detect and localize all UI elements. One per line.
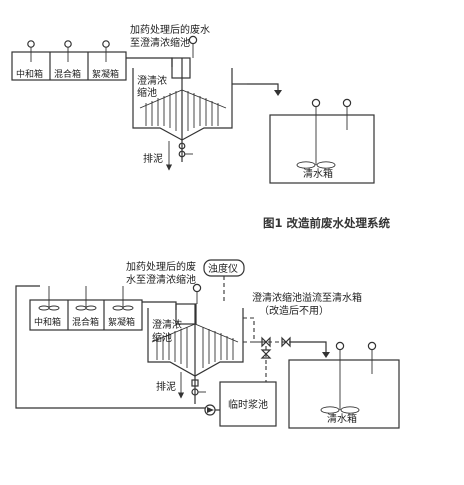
tank-label-mixing-2: 混合箱: [72, 316, 99, 328]
clean-feed-2: [290, 341, 327, 355]
note-feed-line2: 至澄清浓缩池: [130, 36, 190, 49]
tank-label-flocculation-2: 絮凝箱: [108, 316, 135, 328]
temp-slurry-tank: 临时浆池: [215, 366, 277, 427]
figure-1: 中和箱 混合箱 絮凝箱 加药处理后的废水 至澄清浓缩池: [11, 23, 391, 230]
tank-label-neutralization: 中和箱: [16, 68, 43, 80]
agitator-3: [102, 40, 110, 62]
clarifier-label-line2: 缩池: [137, 86, 157, 99]
note-feed2-line2: 水至澄清浓缩池: [126, 273, 196, 286]
sludge-label-2: 排泥: [156, 380, 176, 393]
turbidity-meter-label: 浊度仪: [208, 262, 238, 275]
agitator-1: [27, 40, 35, 62]
overflow-label-line1: 澄清浓缩池溢流至清水箱: [252, 291, 362, 304]
overflow-pipe-2: [243, 317, 326, 343]
sludge-label: 排泥: [143, 152, 163, 165]
clean-tank-label: 清水箱: [303, 167, 333, 180]
dosing-tanks: 中和箱 混合箱 絮凝箱: [11, 40, 127, 81]
flow-arrow: [274, 90, 282, 96]
settling-plates-1: [145, 91, 219, 131]
sludge-outlet-2: 排泥: [156, 372, 206, 404]
clean-tank-1: 清水箱: [269, 98, 375, 184]
valve-vertical: [260, 349, 272, 359]
agitator-2: [64, 40, 72, 62]
turbidity-meter: 浊度仪: [203, 259, 245, 302]
settling-plates-2: [156, 327, 234, 368]
clarifier2-label-line2: 缩池: [152, 331, 172, 344]
feed-pipe-2: [142, 301, 177, 310]
note-feed2-line1: 加药处理后的废: [126, 260, 196, 273]
clarifier-1: 澄清浓 缩池: [132, 35, 247, 141]
pump: [204, 404, 216, 416]
clean-tank-2: 清水箱: [288, 341, 400, 429]
overflow-pipe-1: [247, 83, 279, 93]
figure-1-caption: 图1 改造前废水处理系统: [263, 216, 391, 230]
temp-tank-label: 临时浆池: [228, 398, 268, 411]
dosing-tanks-2: 中和箱 混合箱 絮凝箱: [29, 286, 143, 331]
clean-tank2-label: 清水箱: [327, 412, 357, 425]
figure-2: 中和箱 混合箱 絮凝箱 加药处理后的废 水至澄清浓缩池 浊度仪: [15, 259, 400, 429]
tank-label-mixing: 混合箱: [54, 68, 81, 80]
sludge-outlet-1: 排泥: [143, 140, 193, 171]
valve-cluster: [243, 336, 291, 366]
return-pipe: [15, 285, 205, 409]
clarifier-2: 澄清浓 缩池: [147, 283, 244, 377]
tank-label-flocculation: 絮凝箱: [92, 68, 119, 80]
note-feed-line1: 加药处理后的废水: [130, 23, 210, 36]
tank-label-neutralization-2: 中和箱: [34, 316, 61, 328]
flow-arrow-2: [322, 352, 330, 358]
clarifier-label-line1: 澄清浓: [137, 74, 167, 87]
overflow-label-line2: （改造后不用）: [259, 304, 329, 317]
feed-pipe-1: [126, 57, 173, 67]
clarifier2-label-line1: 澄清浓: [152, 318, 182, 331]
